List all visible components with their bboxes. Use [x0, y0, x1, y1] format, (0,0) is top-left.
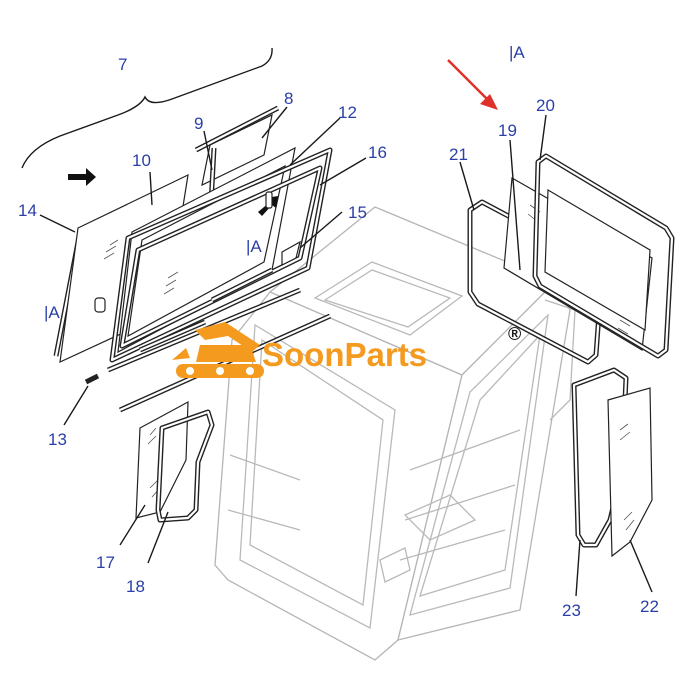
excavator-logo-icon	[172, 322, 264, 378]
callout-10: 10	[132, 151, 151, 170]
callout-19: 19	[498, 121, 517, 140]
soonparts-watermark: SoonParts ®	[172, 322, 521, 378]
callout-12: 12	[338, 103, 357, 122]
callout-21: 21	[449, 145, 468, 164]
side-small-window	[135, 400, 215, 523]
rear-window-group	[467, 153, 675, 365]
callout-8: 8	[284, 89, 293, 108]
callout-23: 23	[562, 601, 581, 620]
callout-13: 13	[48, 430, 67, 449]
callout-labels: 7 8 9 10 12 16 15 14 13 17 18 19 20 21 2…	[18, 43, 659, 620]
leader-lines	[39, 106, 653, 597]
callout-20: 20	[536, 96, 555, 115]
section-mark-a-left: |A	[44, 303, 60, 322]
section-mark-a-top: |A	[509, 43, 525, 62]
callout-22: 22	[640, 597, 659, 616]
door-small-window	[571, 367, 653, 558]
operator-cab	[214, 206, 576, 661]
callout-14: 14	[18, 201, 37, 220]
front-window-group	[21, 47, 333, 413]
callout-17: 17	[96, 553, 115, 572]
watermark-registered: ®	[508, 324, 521, 344]
section-mark-a-center: |A	[246, 237, 262, 256]
callout-16: 16	[368, 143, 387, 162]
callout-18: 18	[126, 577, 145, 596]
callout-9: 9	[194, 114, 203, 133]
watermark-brand: SoonParts	[262, 336, 427, 373]
callout-7: 7	[118, 55, 127, 74]
callout-15: 15	[348, 203, 367, 222]
red-arrow-icon	[447, 59, 498, 110]
